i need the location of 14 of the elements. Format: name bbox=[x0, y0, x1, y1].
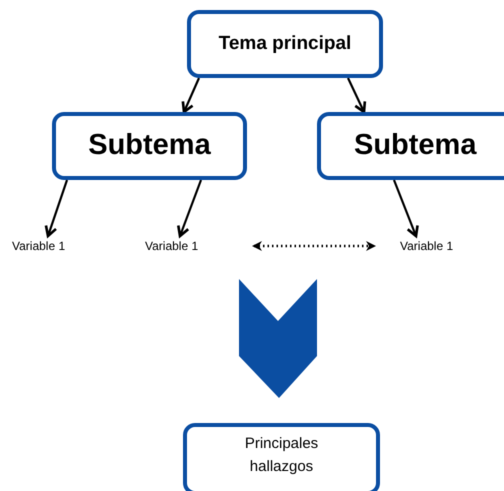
arrow bbox=[182, 78, 200, 114]
arrow bbox=[392, 180, 419, 238]
topic-box: Tema principal bbox=[187, 10, 383, 78]
subtopic-box: Subtema bbox=[52, 112, 247, 180]
subtopic-box: Subtema bbox=[317, 112, 504, 180]
arrow bbox=[347, 78, 366, 114]
arrow bbox=[252, 241, 376, 251]
variable-label: Variable 1 bbox=[374, 236, 470, 256]
chevron-arrow bbox=[239, 279, 317, 398]
arrow bbox=[176, 180, 202, 238]
findings-box: Principales hallazgos bbox=[183, 423, 380, 491]
variable-label: Variable 1 bbox=[140, 236, 254, 256]
variable-label: Variable 1 bbox=[8, 236, 88, 256]
arrow bbox=[44, 180, 68, 238]
